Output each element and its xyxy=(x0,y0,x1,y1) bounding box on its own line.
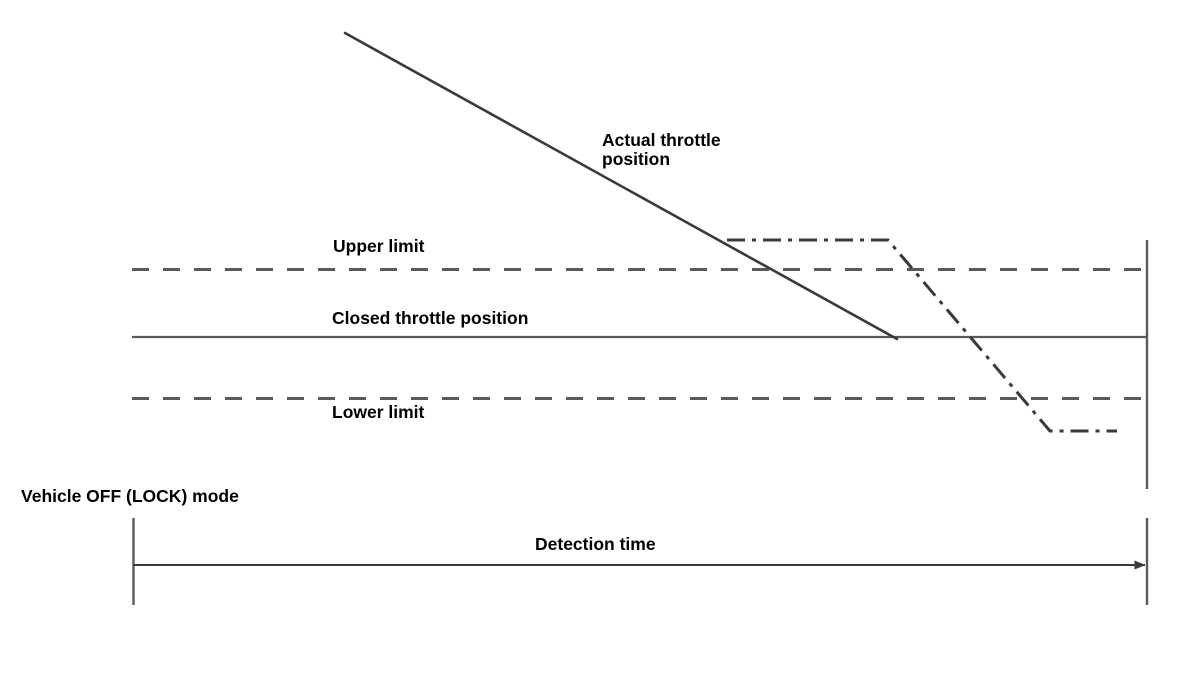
vehicle-off-mode-label: Vehicle OFF (LOCK) mode xyxy=(21,486,239,506)
actual-throttle-position-label-line1: Actual throttle xyxy=(602,130,721,150)
lower-limit-label: Lower limit xyxy=(332,402,425,422)
detected-throttle-signal-line xyxy=(727,238,1117,433)
actual-throttle-position-line xyxy=(343,31,899,341)
upper-limit-label: Upper limit xyxy=(333,236,425,256)
detection-time-label: Detection time xyxy=(535,534,656,554)
actual-throttle-position-label-line2: position xyxy=(602,149,671,169)
closed-throttle-position-label: Closed throttle position xyxy=(332,308,529,328)
